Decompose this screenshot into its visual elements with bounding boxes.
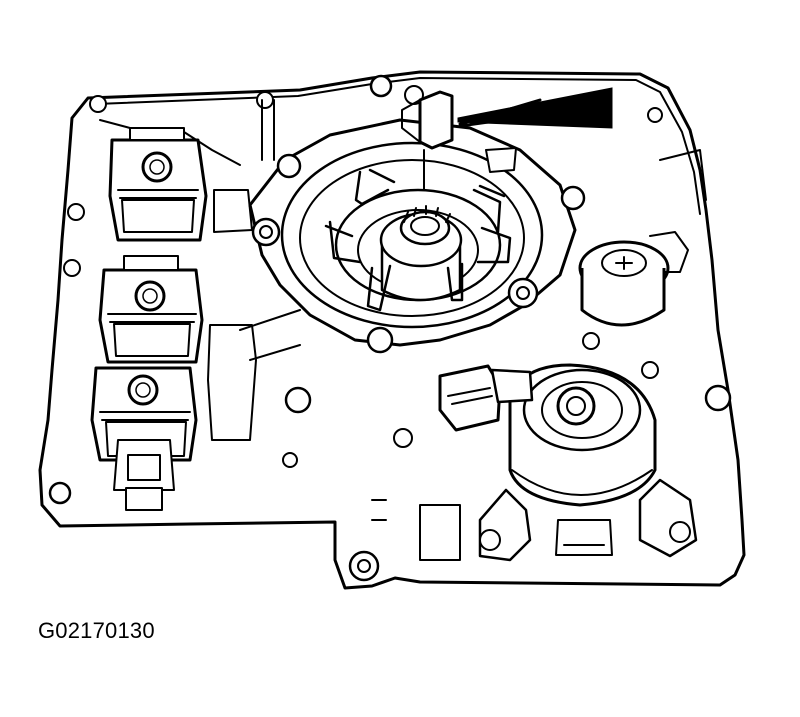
central-hub-assembly bbox=[248, 118, 577, 347]
bolt-bosses bbox=[48, 74, 732, 582]
lower-plate-detail bbox=[371, 499, 461, 561]
actuator-upper-right bbox=[578, 149, 707, 327]
solenoid-middle bbox=[98, 255, 204, 364]
plate-inner-edge bbox=[95, 77, 701, 215]
harness-connector bbox=[438, 364, 534, 432]
actuator-lower-right bbox=[478, 363, 698, 562]
solenoid-top bbox=[99, 119, 241, 242]
arrow-pointer-icon bbox=[457, 87, 613, 129]
solenoid-bottom bbox=[90, 366, 198, 511]
connector-block-left bbox=[207, 324, 257, 441]
figure-id-label: G02170130 bbox=[38, 618, 155, 643]
indicated-component bbox=[418, 90, 454, 150]
